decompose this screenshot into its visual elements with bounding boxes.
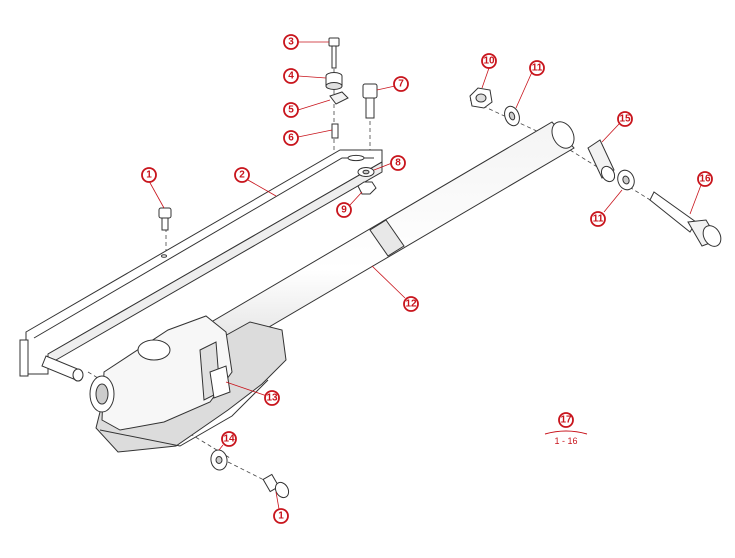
callout-4: 4	[283, 68, 299, 84]
callout-1a: 1	[141, 167, 157, 183]
svg-text:14: 14	[223, 434, 235, 445]
svg-text:2: 2	[239, 170, 245, 181]
svg-text:13: 13	[266, 393, 278, 404]
callout-11-lower: 11	[590, 211, 606, 227]
guide-rail-part	[19, 149, 383, 377]
callout-1b: 1	[273, 508, 289, 524]
callout-14: 14	[221, 431, 237, 447]
svg-text:6: 6	[288, 133, 294, 144]
svg-text:5: 5	[288, 105, 294, 116]
callout-12: 12	[403, 296, 419, 312]
svg-text:1: 1	[146, 170, 152, 181]
callout-10: 10	[481, 53, 497, 69]
callout-9: 9	[336, 202, 352, 218]
callout-11-upper: 11	[529, 60, 545, 76]
assembly-range-label: 1 - 16	[554, 436, 577, 446]
svg-text:11: 11	[593, 214, 604, 225]
svg-text:15: 15	[619, 114, 631, 125]
svg-text:11: 11	[532, 63, 543, 74]
callout-16: 16	[697, 171, 713, 187]
callout-7: 7	[393, 76, 409, 92]
callout-5: 5	[283, 102, 299, 118]
assembly-callout-17: 17 1 - 16	[544, 412, 588, 446]
callout-13: 13	[264, 390, 280, 406]
svg-text:17: 17	[560, 415, 572, 426]
svg-text:10: 10	[483, 56, 495, 67]
callout-6: 6	[283, 130, 299, 146]
svg-text:1: 1	[278, 511, 284, 522]
svg-text:16: 16	[699, 174, 711, 185]
svg-text:8: 8	[395, 158, 401, 169]
callout-2: 2	[234, 167, 250, 183]
hardware-parts	[41, 37, 722, 499]
svg-text:4: 4	[288, 71, 294, 82]
callout-8: 8	[390, 155, 406, 171]
svg-text:9: 9	[341, 205, 347, 216]
gear-motor-housing-part	[89, 315, 287, 453]
svg-text:12: 12	[405, 299, 417, 310]
callout-leader-lines	[148, 41, 702, 510]
svg-text:3: 3	[288, 37, 294, 48]
svg-text:7: 7	[398, 79, 404, 90]
callout-15: 15	[617, 111, 633, 127]
callout-3: 3	[283, 34, 299, 50]
